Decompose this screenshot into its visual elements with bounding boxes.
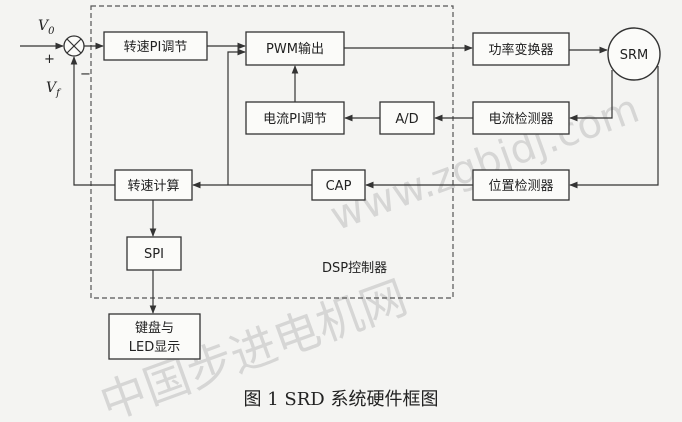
svg-text:PWM输出: PWM输出 [266, 41, 324, 57]
svg-text:LED显示: LED显示 [129, 340, 180, 355]
minus-sign: − [80, 67, 91, 82]
figure-caption: 图 1 SRD 系统硬件框图 [244, 389, 439, 410]
svg-text:电流PI调节: 电流PI调节 [263, 112, 327, 127]
block-current-pi: 电流PI调节 [245, 101, 345, 135]
svg-text:转速计算: 转速计算 [127, 179, 179, 194]
block-srm: SRM [607, 27, 661, 81]
block-pwm-output: PWM输出 [245, 31, 345, 66]
connections [20, 42, 659, 314]
svg-text:SRM: SRM [620, 48, 649, 63]
svg-text:功率变换器: 功率变换器 [488, 42, 553, 58]
svg-text:位置检测器: 位置检测器 [488, 179, 553, 194]
block-ad-converter: A/D [379, 101, 435, 135]
block-power-converter: 功率变换器 [472, 32, 570, 66]
v0-label: V0 [38, 18, 55, 37]
svg-text:SPI: SPI [144, 247, 164, 262]
svg-text:转速PI调节: 转速PI调节 [124, 40, 188, 55]
block-speed-calc: 转速计算 [114, 169, 193, 201]
vf-label: Vf [46, 80, 62, 99]
block-cap: CAP [311, 169, 366, 201]
svg-text:键盘与: 键盘与 [135, 320, 174, 336]
block-speed-pi: 转速PI调节 [103, 31, 208, 61]
svg-text:CAP: CAP [326, 179, 352, 194]
svg-text:电流检测器: 电流检测器 [488, 112, 553, 127]
block-position-detector: 位置检测器 [472, 169, 570, 201]
summing-junction [63, 35, 85, 57]
block-keyboard-led: 键盘与 LED显示 [108, 313, 201, 360]
block-spi: SPI [126, 236, 182, 271]
plus-sign: + [44, 52, 55, 67]
svg-text:A/D: A/D [395, 112, 418, 127]
block-current-detector: 电流检测器 [472, 101, 570, 135]
dsp-controller-boundary [90, 5, 454, 299]
dsp-controller-label: DSP控制器 [322, 261, 387, 276]
